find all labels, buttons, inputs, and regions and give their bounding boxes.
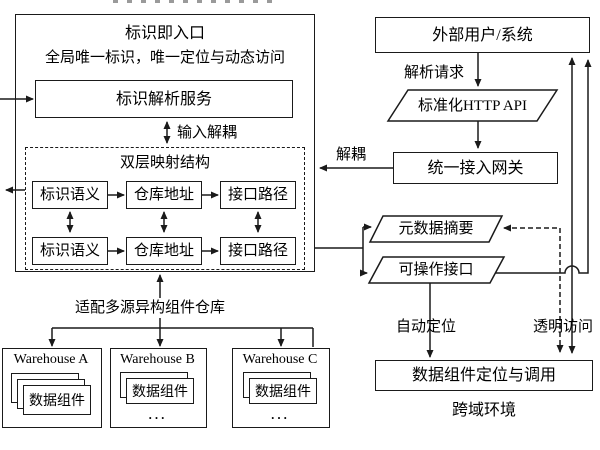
path-box-1: 接口路径 (220, 181, 296, 209)
metadata-summary-label: 元数据摘要 (398, 221, 474, 237)
identity-entry-box (15, 14, 315, 272)
warehouse-c-more: ... (270, 404, 290, 423)
cropped-text-remnant (113, 0, 273, 3)
input-decouple-label: 输入解耦 (177, 125, 238, 141)
mapping-structure-box (25, 147, 305, 270)
semantic-box-1: 标识语义 (32, 181, 108, 209)
address-box-1: 仓库地址 (126, 181, 202, 209)
locate-invoke-box: 数据组件定位与调用 (375, 360, 593, 391)
auto-locate-label: 自动定位 (396, 319, 457, 335)
shape-api-parallelogram (386, 89, 559, 122)
warehouse-c-title: Warehouse C (242, 352, 318, 367)
semantic-box-2: 标识语义 (32, 237, 108, 265)
warehouse-b-more: ... (148, 404, 167, 423)
operable-interface-label: 可操作接口 (398, 262, 474, 278)
warehouse-b-box: Warehouse B 数据组件 ... (110, 348, 207, 428)
gateway-box: 统一接入网关 (393, 152, 558, 184)
warehouse-a-title: Warehouse A (13, 352, 89, 367)
data-card: 数据组件 (126, 378, 194, 404)
warehouse-b-title: Warehouse B (120, 352, 195, 367)
mapping-title: 双层映射结构 (119, 155, 210, 171)
adapt-label: 适配多源异构组件仓库 (72, 298, 229, 318)
path-box-2: 接口路径 (220, 237, 296, 265)
arrow-interface-external (495, 59, 592, 274)
warehouse-a-box: Warehouse A 数据组件 (2, 348, 102, 428)
shape-metadata-parallelogram (368, 215, 504, 243)
resolve-service-box: 标识解析服务 (35, 80, 293, 118)
line-warehouse-t (52, 327, 314, 347)
transparent-access-label: 透明访问 (533, 319, 594, 335)
api-label: 标准化HTTP API (417, 98, 528, 114)
decouple-label: 解耦 (336, 147, 367, 163)
panel-title: 标识即入口 (124, 25, 205, 42)
line-feeder (315, 227, 364, 273)
panel-subtitle: 全局唯一标识，唯一定位与动态访问 (44, 50, 285, 66)
warehouse-c-box: Warehouse C 数据组件 ... (232, 348, 330, 428)
data-card: 数据组件 (23, 385, 91, 415)
cross-domain-label: 跨域环境 (451, 402, 516, 419)
request-label: 解析请求 (404, 65, 465, 81)
arrow-transparent-dashed (503, 224, 564, 353)
address-box-2: 仓库地址 (126, 237, 202, 265)
external-system-box: 外部用户/系统 (375, 17, 590, 53)
data-card: 数据组件 (249, 378, 317, 404)
